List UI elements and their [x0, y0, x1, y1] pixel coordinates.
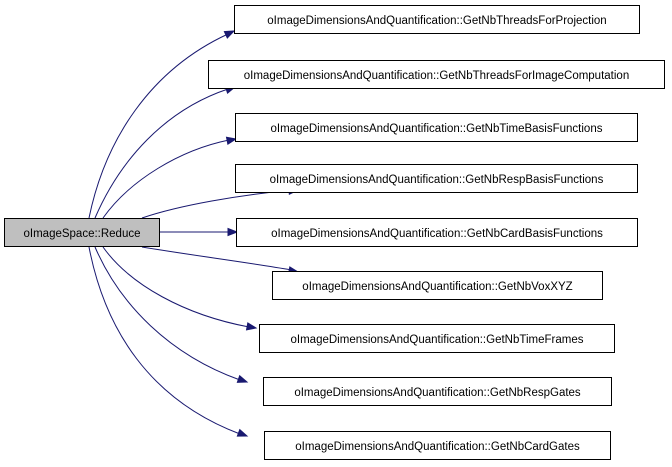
callee-node-box — [263, 377, 612, 406]
callee-node-get-nb-time-frames[interactable]: oImageDimensionsAndQuantification::GetNb… — [259, 324, 615, 353]
callee-node-label: oImageDimensionsAndQuantification::GetNb… — [270, 174, 604, 186]
callee-node-label: oImageDimensionsAndQuantification::GetNb… — [302, 281, 572, 293]
root-node-label: oImageSpace::Reduce — [24, 228, 141, 240]
arrowhead — [236, 374, 249, 383]
callee-node-get-nb-vox-xyz[interactable]: oImageDimensionsAndQuantification::GetNb… — [272, 271, 603, 300]
callee-node-get-nb-threads-for-projection[interactable]: oImageDimensionsAndQuantification::GetNb… — [234, 5, 640, 34]
callee-node-box — [235, 164, 638, 193]
arrowhead — [236, 428, 249, 437]
root-node[interactable]: oImageSpace::Reduce — [4, 218, 160, 247]
root-node-box — [4, 218, 160, 247]
callee-node-get-nb-card-gates[interactable]: oImageDimensionsAndQuantification::GetNb… — [264, 431, 611, 460]
arrowhead — [223, 30, 236, 39]
callee-node-get-nb-resp-basis-functions[interactable]: oImageDimensionsAndQuantification::GetNb… — [235, 164, 638, 193]
callee-node-get-nb-card-basis-functions[interactable]: oImageDimensionsAndQuantification::GetNb… — [236, 218, 638, 247]
arrowhead — [225, 136, 238, 145]
call-edge — [94, 88, 229, 219]
callee-node-box — [259, 324, 615, 353]
call-edge — [88, 33, 229, 219]
callee-node-get-nb-resp-gates[interactable]: oImageDimensionsAndQuantification::GetNb… — [263, 377, 612, 406]
callee-node-label: oImageDimensionsAndQuantification::GetNb… — [271, 123, 603, 135]
call-edge — [102, 139, 230, 219]
call-edge — [141, 189, 293, 219]
arrowhead — [227, 227, 239, 237]
call-edge — [94, 246, 241, 381]
call-edge — [141, 246, 293, 271]
callee-node-box — [236, 218, 638, 247]
call-edge — [88, 246, 241, 435]
callee-node-box — [264, 431, 611, 460]
callee-node-box — [235, 113, 638, 142]
callee-node-box — [208, 60, 665, 89]
call-edge — [102, 246, 250, 328]
callee-node-label: oImageDimensionsAndQuantification::GetNb… — [295, 441, 580, 453]
callee-node-label: oImageDimensionsAndQuantification::GetNb… — [291, 334, 584, 346]
callee-node-label: oImageDimensionsAndQuantification::GetNb… — [294, 387, 581, 399]
callee-node-label: oImageDimensionsAndQuantification::GetNb… — [271, 228, 603, 240]
callee-node-box — [272, 271, 603, 300]
callee-node-label: oImageDimensionsAndQuantification::GetNb… — [244, 70, 629, 82]
callee-node-box — [234, 5, 640, 34]
callee-node-label: oImageDimensionsAndQuantification::GetNb… — [267, 15, 606, 27]
callee-node-get-nb-time-basis-functions[interactable]: oImageDimensionsAndQuantification::GetNb… — [235, 113, 638, 142]
arrowhead — [245, 322, 258, 331]
callee-node-get-nb-threads-for-image-computation[interactable]: oImageDimensionsAndQuantification::GetNb… — [208, 60, 665, 89]
